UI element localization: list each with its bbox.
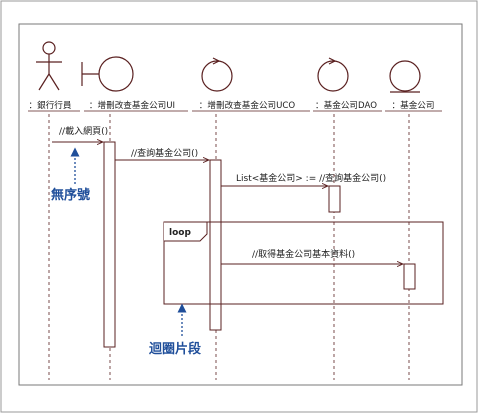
message-label-m2: //查詢基金公司() <box>131 147 198 159</box>
boundary-icon <box>81 56 134 92</box>
lifelines <box>48 114 410 380</box>
inner-frame <box>18 23 463 386</box>
message-label-m1: //載入網頁() <box>59 125 108 137</box>
message-label-m3: List<基金公司> := //查詢基金公司() <box>236 172 386 184</box>
loop-operator-label: loop <box>169 228 191 238</box>
lifeline-label-teller: ：銀行行員 <box>29 99 72 111</box>
loop-operator-tab <box>164 221 208 242</box>
control-icon <box>201 57 233 92</box>
lifeline-label-dao: ：基金公司DAO <box>315 99 377 111</box>
activation-entity <box>403 263 416 290</box>
lifeline-label-ui: ：增刪改查基金公司UI <box>89 99 175 111</box>
annotation-no-sequence: 無序號 <box>51 187 90 203</box>
annotation-loop-fragment: 迴圈片段 <box>148 341 201 357</box>
lifeline-label-uco: ：增刪改查基金公司UCO <box>199 99 296 111</box>
actor-icon <box>36 41 62 91</box>
lifeline-label-entity: ：基金公司 <box>392 99 435 111</box>
control-icon <box>317 57 349 92</box>
activation-uco <box>209 159 222 331</box>
message-label-m4: //取得基金公司基本資料() <box>252 248 355 260</box>
loop-fragment <box>163 221 444 305</box>
activation-dao <box>328 185 341 213</box>
activation-ui <box>103 141 116 348</box>
entity-icon <box>389 60 421 93</box>
